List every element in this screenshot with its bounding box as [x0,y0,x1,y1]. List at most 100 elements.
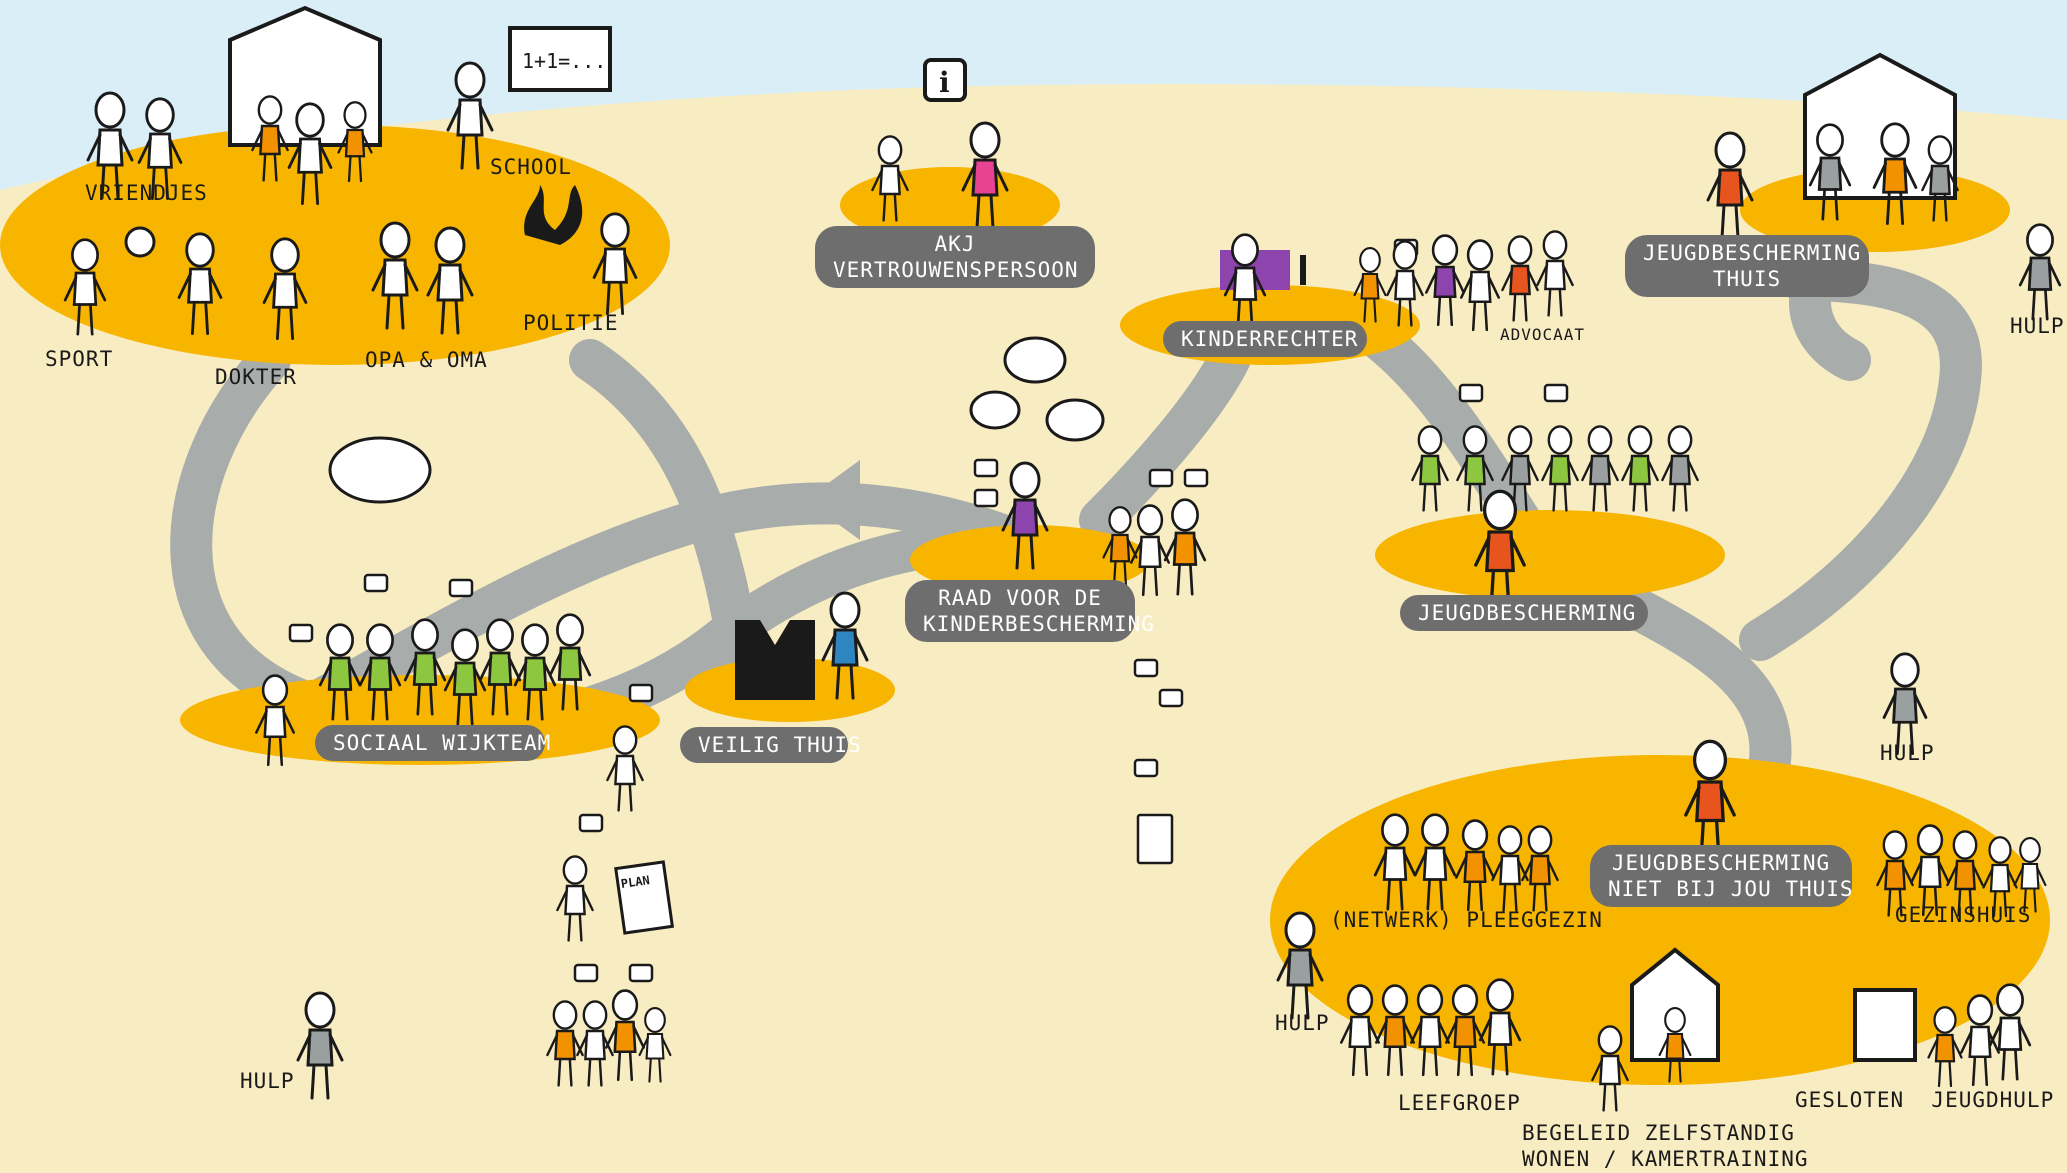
stick-figure [1163,498,1207,596]
info-icon: i [923,58,967,102]
info-icon-glyph: i [939,66,950,99]
stick-figure [1872,122,1918,226]
stick-figure [821,591,869,700]
stick-figure [1455,819,1495,912]
stick-figure [1102,506,1138,588]
stick-figure [443,628,487,726]
stick-figure [137,97,183,201]
stick-figure [605,989,645,1082]
label-vriendjes: VRIENDJES [85,181,208,205]
stick-figure [1882,652,1928,756]
stick-figure [1521,825,1559,912]
label-hulp-right: HULP [1880,741,1935,765]
label-netwerk-pleeggezin: (NETWERK) PLEEGGEZIN [1330,908,1603,932]
plan-document-icon: PLAN [614,860,675,935]
stick-figure [1988,983,2032,1081]
figures [63,61,2062,1112]
stick-figure [1621,425,1659,512]
label-gezinshuis: GEZINSHUIS [1895,903,2032,927]
board-text: 1+1=... [522,49,606,73]
stick-figure [1982,836,2018,918]
label-veilig-thuis: VEILIG THUIS [680,727,861,763]
label-jeugdbescherming-niet-bij-jou-thuis: JEUGDBESCHERMING NIET BIJ JOU THUIS [1590,845,1853,907]
stick-figure [1501,425,1539,512]
stick-figure [513,623,557,721]
label-hulp-mid: HULP [1275,1011,1330,1035]
label-leefgroep: LEEFGROEP [1398,1091,1521,1115]
stick-figure [1706,131,1754,240]
label-hulp-top-right: HULP [2010,314,2065,338]
stick-figure [1591,1025,1629,1112]
stick-figure [1658,1007,1692,1083]
stick-figure [1130,504,1170,597]
stick-figure [1456,425,1494,512]
stick-figure [1353,247,1387,323]
stick-figure [1340,984,1380,1077]
stick-figure [1386,240,1424,327]
arrow-head-left [805,460,860,540]
stick-figure [262,237,308,341]
label-opa-oma: OPA & OMA [365,348,488,372]
label-school: SCHOOL [490,155,572,179]
vest-icon [735,620,815,700]
stick-figure [446,61,494,170]
label-jeugdbescherming-thuis: JEUGDBESCHERMING THUIS [1625,235,1869,297]
stick-figure [371,221,419,330]
stick-figure [1946,830,1984,917]
stick-figure [1001,461,1049,570]
stick-figure [403,618,447,716]
stick-figure [1373,813,1417,911]
arrowheads [805,460,860,540]
label-jeugdbescherming: JEUGDBESCHERMING [1400,595,1648,631]
stick-figure [478,618,522,716]
label-politie: POLITIE [523,311,619,335]
stick-figure [426,226,474,335]
stick-figure [556,855,594,942]
label-gesloten-jeugdhulp: GESLOTEN JEUGDHULP [1795,1088,2055,1112]
stick-figure [1876,830,1914,917]
stick-figure [548,613,592,711]
stick-figure [1445,984,1485,1077]
label-sport: SPORT [45,347,114,371]
stick-figure [592,212,638,316]
stick-figure [337,101,373,183]
stick-figure [255,674,295,767]
blackboard-icon: 1+1=... [508,26,612,92]
stick-figure [1375,984,1415,1077]
island-raad [910,525,1150,595]
stick-figure [318,623,362,721]
stick-figure [296,991,344,1100]
stick-figure [1411,425,1449,512]
stick-figure [86,91,134,200]
stick-figure [1581,425,1619,512]
stick-figure [1276,911,1324,1020]
stick-figure [1910,824,1950,917]
stick-figure [1927,1006,1963,1088]
label-hulp-left: HULP [240,1069,295,1093]
label-kinderrechter: KINDERRECHTER [1163,321,1367,357]
stick-figure [1541,425,1579,512]
label-sociaal-wijkteam: SOCIAAL WIJKTEAM [315,725,550,761]
stick-figure [1501,235,1539,322]
house-icon [228,5,1957,1062]
stick-figure [63,238,107,336]
stick-figure [871,135,909,222]
stick-figure [1536,230,1574,317]
stick-figure [287,102,333,206]
stick-figure [2018,223,2062,321]
label-advocaat: ADVOCAAT [1500,325,1586,344]
label-dokter: DOKTER [215,365,297,389]
stick-figure [1410,984,1450,1077]
stick-figure [1478,978,1522,1076]
stick-figure [576,1000,614,1087]
island-jeugdbescherming [1375,510,1725,600]
stick-figure [961,121,1009,230]
stick-figure [1491,825,1529,912]
label-raad-voor-de-kinderbescherming: RAAD VOOR DE KINDERBESCHERMING [905,580,1154,642]
stick-figure [1413,813,1457,911]
label-akj-vertrouwenspersoon: AKJ VERTROUWENSPERSOON [815,226,1095,288]
football-icon [124,226,156,258]
stick-figure [1474,489,1526,609]
plan-text: PLAN [620,873,651,891]
stick-figure [1223,233,1267,331]
